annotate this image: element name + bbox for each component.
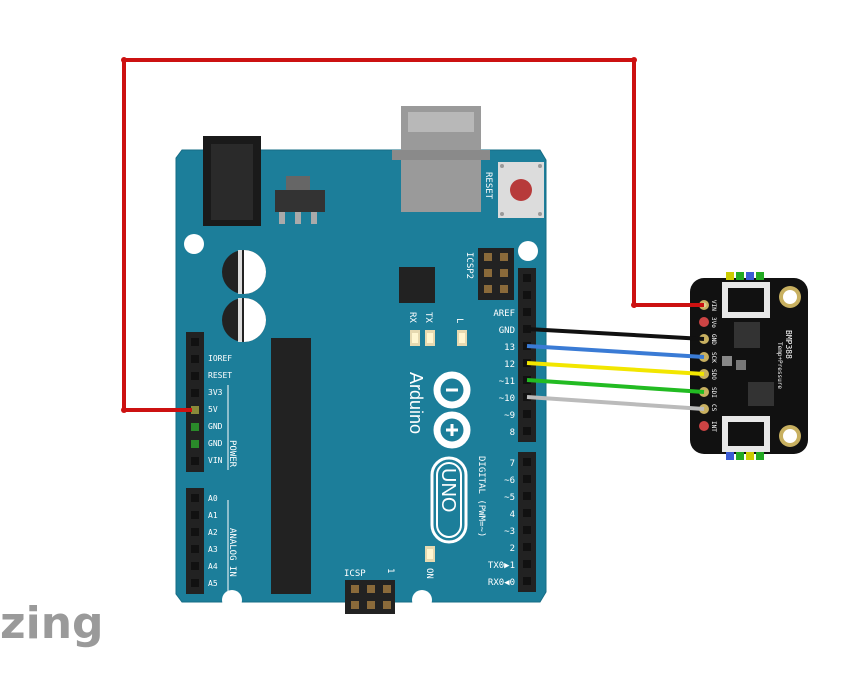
tx-label: TX: [423, 312, 433, 323]
sensor-pin-label: SDO: [710, 369, 717, 380]
wire-12-to-sdo: [526, 361, 705, 376]
voltage-regulator: [275, 176, 325, 224]
digital-pin-label: 4: [510, 510, 515, 520]
power-pin-label: GND: [208, 422, 223, 431]
sensor-pin-label: SDI: [710, 387, 717, 398]
digital-pin-label: 8: [510, 428, 515, 438]
analog-pin-label: A4: [208, 562, 218, 571]
analog-pin-label: A3: [208, 545, 218, 554]
bmp388-sensor-board: BMP388 Temp+Pressure VIN 3Vo GND SCK SDO…: [690, 272, 808, 460]
power-pin-label: VIN: [208, 456, 223, 465]
l-label: L: [454, 318, 464, 323]
mounting-hole: [222, 590, 242, 610]
analog-label: ANALOG IN: [227, 528, 237, 577]
uno-logo: UNO: [430, 456, 468, 544]
power-jack: [203, 136, 261, 226]
power-pin-label: GND: [208, 439, 223, 448]
digital-pin-label: GND: [499, 326, 515, 336]
digital-pin-label: ~10: [499, 394, 515, 404]
power-header: [186, 332, 204, 472]
power-pin-label: 5V: [208, 405, 218, 414]
sensor-chip: [734, 322, 760, 348]
level-shifter-chip: [748, 382, 774, 406]
mounting-hole: [412, 590, 432, 610]
sensor-name: BMP388: [784, 330, 793, 359]
analog-pin-label: A1: [208, 511, 218, 520]
analog-pin-label: A0: [208, 494, 218, 503]
wire-10-to-cs: [526, 395, 705, 411]
reset-button[interactable]: [498, 162, 544, 218]
digital-pin-label: ~9: [504, 411, 515, 421]
led: [457, 330, 467, 346]
led: [410, 330, 420, 346]
digital-pin-label: RX0◀0: [488, 578, 515, 588]
sensor-pin-label: GND: [710, 334, 717, 345]
digital-label: DIGITAL (PWM=~): [476, 456, 486, 537]
digital-pin-label: 7: [510, 459, 515, 469]
icsp-label: ICSP: [344, 569, 366, 579]
svg-text:Arduino: Arduino: [406, 372, 426, 434]
digital-pin-label: ~5: [504, 493, 515, 503]
wire-gnd-to-gnd: [526, 327, 705, 341]
digital-pin-label: 2: [510, 544, 515, 554]
digital-pin-label: ~3: [504, 527, 515, 537]
digital-pin-label: 12: [504, 360, 515, 370]
mounting-hole: [518, 241, 538, 261]
arduino-uno-board: RESET ICSP2 RX TX L Arduino: [175, 106, 547, 614]
wire-bend-points: [121, 57, 637, 413]
mounting-hole: [184, 234, 204, 254]
sensor-pin-label: SCK: [710, 352, 717, 363]
stemma-connector-top: [722, 272, 770, 318]
sensor-pin-label: CS: [710, 404, 717, 412]
icsp2-header: [478, 248, 514, 300]
wires: [121, 57, 705, 413]
on-label: ON: [424, 568, 434, 579]
arduino-logo: Arduino: [406, 371, 471, 449]
analog-pin-label: A2: [208, 528, 218, 537]
reset-label: RESET: [483, 172, 493, 200]
icsp-header: [345, 580, 395, 614]
usb-connector: [392, 106, 490, 212]
digital-pin-label: 13: [504, 343, 515, 353]
svg-text:UNO: UNO: [437, 468, 459, 512]
digital-pin-label: ~11: [499, 377, 515, 387]
sensor-subtitle: Temp+Pressure: [776, 342, 783, 389]
usb-chip: [399, 267, 435, 303]
power-pin-label: 3V3: [208, 388, 223, 397]
capacitor: [222, 298, 266, 342]
analog-pin-label: A5: [208, 579, 218, 588]
digital-header-low: [518, 452, 536, 592]
rx-label: RX: [407, 312, 417, 323]
analog-header: [186, 488, 204, 594]
capacitor: [222, 250, 266, 294]
wire-13-to-sck: [526, 344, 705, 359]
digital-pin-label: TX0▶1: [488, 561, 515, 571]
led-on: [425, 546, 435, 562]
stemma-connector-bottom: [722, 416, 770, 460]
sensor-pin-label: VIN: [710, 300, 717, 311]
watermark-text: zing: [0, 598, 104, 649]
power-label: POWER: [227, 440, 237, 468]
sensor-pin-label: 3Vo: [710, 317, 717, 328]
icsp-pin1-label: 1: [385, 568, 395, 573]
digital-pin-label: AREF: [493, 309, 515, 319]
sensor-pin-label: INT: [710, 421, 717, 432]
atmega-chip: [271, 338, 311, 594]
power-pin-label: RESET: [208, 371, 232, 380]
led: [425, 330, 435, 346]
wire-5v-to-vin: [122, 58, 704, 412]
icsp2-label: ICSP2: [464, 252, 474, 279]
digital-pin-label: ~6: [504, 476, 515, 486]
wire-11-to-sdi: [526, 378, 705, 394]
power-pin-label: IOREF: [208, 354, 232, 363]
